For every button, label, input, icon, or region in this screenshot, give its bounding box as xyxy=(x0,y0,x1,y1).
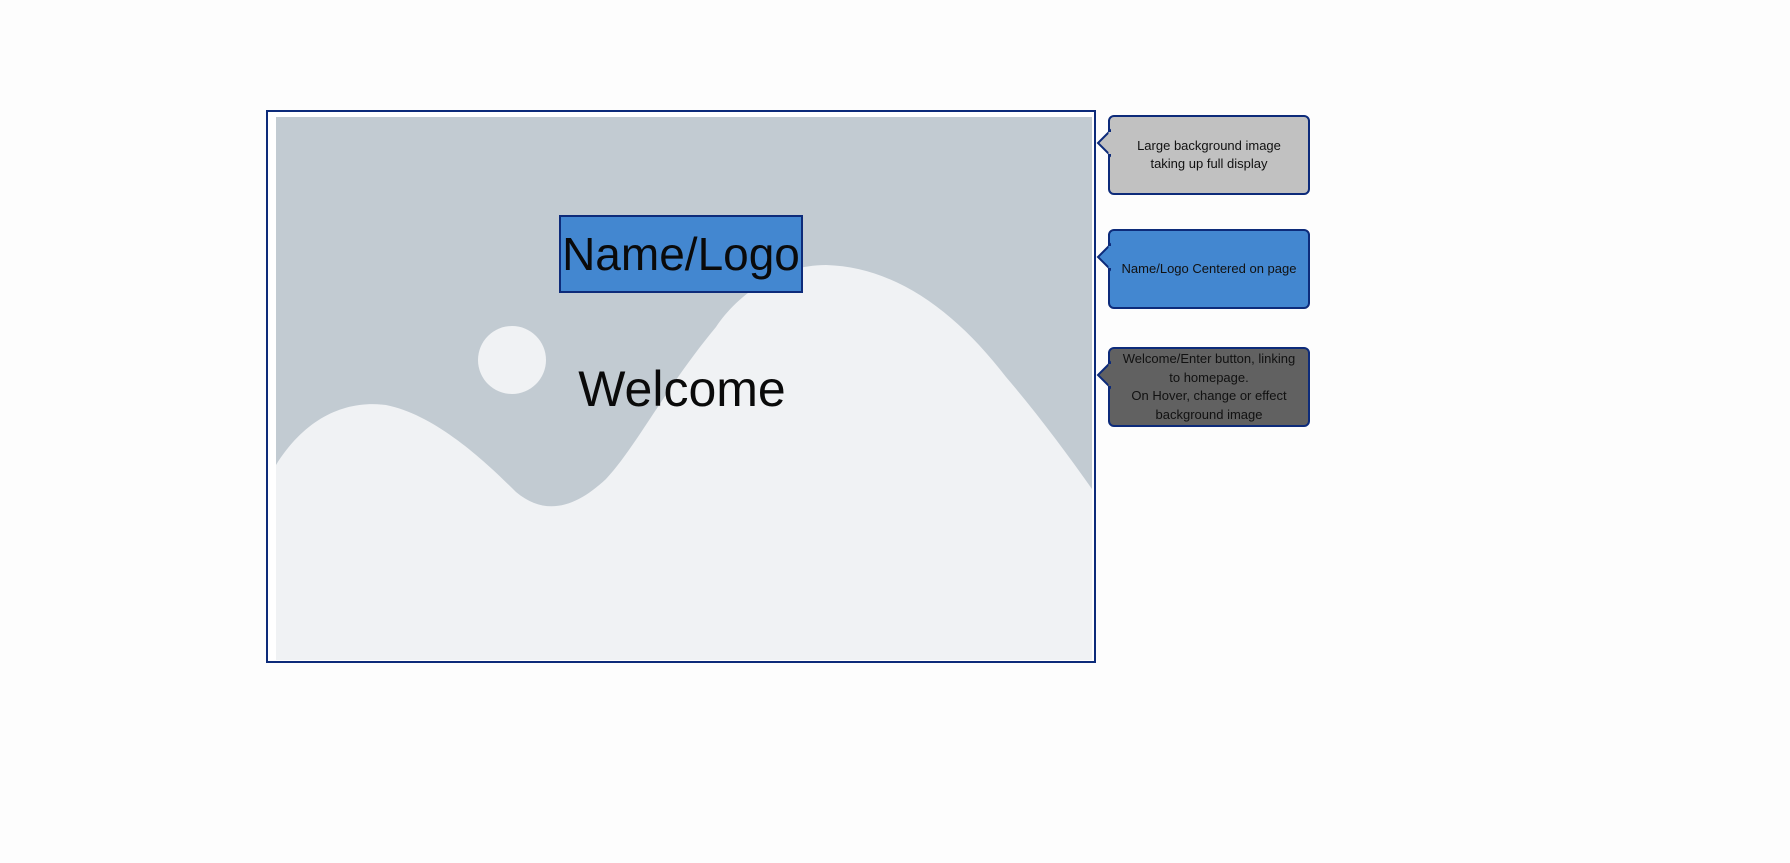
image-placeholder-icon xyxy=(276,117,1092,660)
callout-welcome-button: Welcome/Enter button, linking to homepag… xyxy=(1096,347,1310,427)
callout-text: Name/Logo Centered on page xyxy=(1121,260,1297,276)
callout-logo: Name/Logo Centered on page xyxy=(1096,229,1310,309)
image-sun xyxy=(478,326,546,394)
name-logo: Name/Logo xyxy=(559,215,803,293)
callout-pointer-icon xyxy=(1096,360,1112,390)
callout-text: Large background image taking up full di… xyxy=(1137,137,1281,172)
welcome-button[interactable]: Welcome xyxy=(578,361,786,417)
callout-text: Welcome/Enter button, linking to homepag… xyxy=(1122,351,1296,422)
landing-page-frame xyxy=(266,110,1096,663)
callout-background-image: Large background image taking up full di… xyxy=(1096,115,1310,195)
image-hills xyxy=(276,265,1092,660)
callout-pointer-icon xyxy=(1096,128,1112,158)
callout-pointer-icon xyxy=(1096,242,1112,272)
